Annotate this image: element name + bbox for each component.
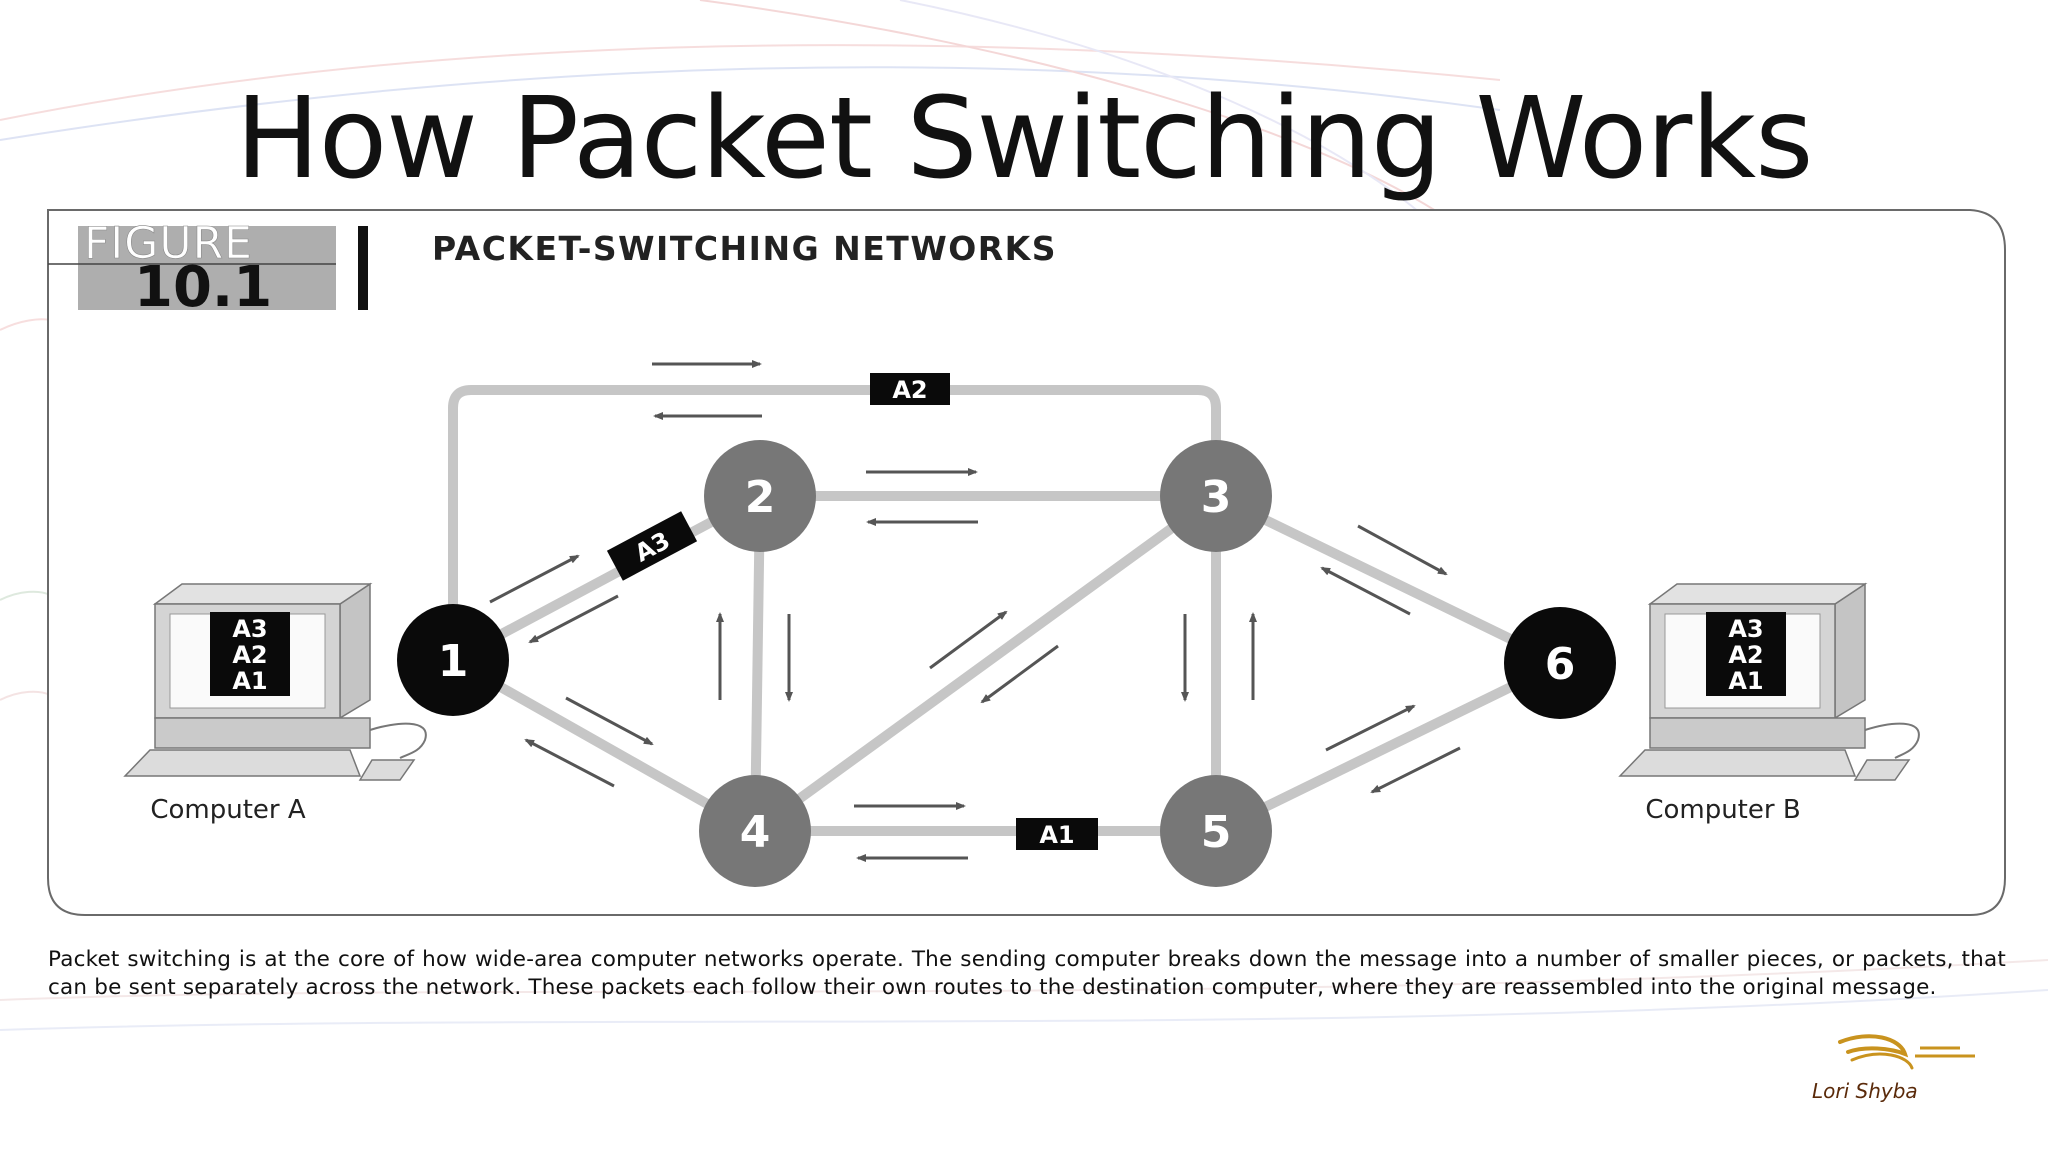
link-3-4 — [750, 491, 1221, 836]
computer-a-label: Computer A — [150, 795, 306, 825]
node-4-label: 4 — [740, 807, 771, 858]
arrow-3-6-down — [1357, 524, 1448, 576]
computer-a-monitor-side — [339, 582, 371, 720]
figure-label-bar — [358, 226, 368, 310]
computer-b-line-3: A1 — [1728, 667, 1763, 695]
node-4: 4 — [699, 775, 811, 887]
arrow-5-6-down — [1370, 746, 1461, 794]
computer-a-message-block — [210, 612, 290, 696]
arrow-3-6-up — [1320, 566, 1411, 616]
computer-a-line-3: A1 — [232, 667, 267, 695]
computer-b-label: Computer B — [1645, 795, 1800, 825]
arrow-1-2-down — [528, 594, 619, 644]
signature-text: Lori Shyba — [1812, 1079, 1918, 1103]
figure-title: PACKET-SWITCHING NETWORKS — [432, 229, 1057, 268]
figure-label-box — [78, 226, 336, 310]
computer-a-keyboard — [123, 749, 362, 777]
direction-arrows — [489, 360, 1461, 862]
computer-a: A3 A2 A1 Computer A — [123, 582, 427, 825]
slide-title: How Packet Switching Works — [235, 74, 1814, 204]
link-1-2 — [448, 491, 765, 665]
figure-label-word: FIGURE — [84, 218, 253, 269]
computer-b-monitor-side — [1834, 582, 1866, 720]
computer-b-keyboard — [1618, 749, 1857, 777]
node-5-label: 5 — [1201, 807, 1232, 858]
arrow-3-4-up — [929, 610, 1008, 670]
node-6: 6 — [1504, 607, 1616, 719]
packet-a1: A1 — [1016, 818, 1098, 850]
arrow-5-6-up — [1325, 704, 1416, 752]
packet-a1-label: A1 — [1039, 821, 1074, 849]
computer-a-mouse — [358, 759, 416, 781]
link-5-6 — [1211, 658, 1565, 836]
signature-logo: Lori Shyba — [1812, 1034, 1975, 1103]
node-2: 2 — [704, 440, 816, 552]
node-2-label: 2 — [745, 472, 776, 523]
computer-b-monitor-top — [1647, 583, 1868, 605]
arrow-1-4-down — [565, 696, 654, 746]
node-1-label: 1 — [438, 636, 469, 687]
computer-a-line-1: A3 — [232, 615, 267, 643]
node-1: 1 — [397, 604, 509, 716]
computer-b-base — [1649, 717, 1866, 749]
computer-a-monitor-top — [152, 583, 373, 605]
arrow-3-4-down — [980, 644, 1059, 704]
computer-a-base — [154, 717, 371, 749]
computer-a-line-2: A2 — [232, 641, 267, 669]
computer-b-line-1: A3 — [1728, 615, 1763, 643]
link-3-6 — [1211, 491, 1565, 668]
node-5: 5 — [1160, 775, 1272, 887]
packet-a2-label: A2 — [892, 376, 927, 404]
node-3: 3 — [1160, 440, 1272, 552]
packet-a2: A2 — [870, 373, 950, 405]
figure-caption: Packet switching is at the core of how w… — [48, 947, 2006, 1000]
link-1-4 — [448, 655, 760, 836]
arrow-1-4-up — [524, 738, 615, 788]
computer-b-line-2: A2 — [1728, 641, 1763, 669]
computer-b-mouse — [1853, 759, 1911, 781]
node-6-label: 6 — [1545, 639, 1576, 690]
node-3-label: 3 — [1201, 472, 1232, 523]
link-1-3 — [448, 385, 1221, 665]
figure-label-number: 10.1 — [134, 255, 272, 320]
arrow-1-2-up — [489, 554, 580, 604]
computer-b: A3 A2 A1 Computer B — [1618, 582, 1920, 825]
computer-b-message-block — [1706, 612, 1786, 696]
